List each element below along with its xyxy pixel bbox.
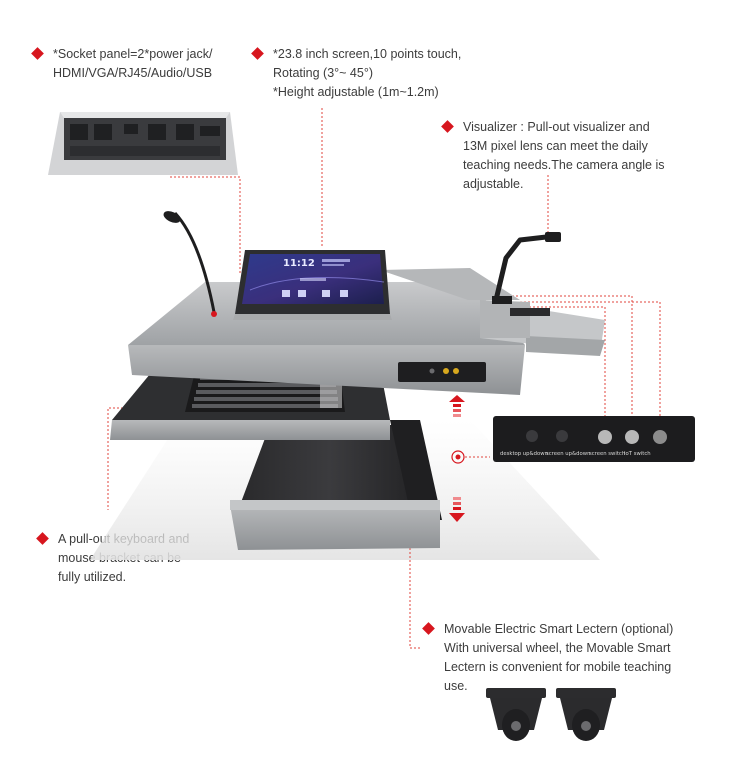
socket-panel-image [48, 112, 238, 175]
front-control-strip [398, 362, 486, 382]
callout-keyboard-text: A pull-out keyboard and mouse bracket ca… [58, 532, 190, 584]
pedestal [230, 420, 442, 550]
keyboard-tray [110, 368, 390, 440]
callout-screen: *23.8 inch screen,10 points touch, Rotat… [251, 45, 493, 102]
callout-socket-panel: *Socket panel=2*power jack/ HDMI/VGA/RJ4… [31, 45, 253, 83]
callout-movable: Movable Electric Smart Lectern (optional… [422, 620, 684, 696]
visualizer [480, 232, 605, 356]
panel-label-switch: screen switch [589, 451, 625, 457]
red-diamond-icon [36, 532, 49, 545]
microphone [163, 211, 217, 317]
callout-keyboard: A pull-out keyboard and mouse bracket ca… [36, 530, 238, 587]
target-marker-icon [451, 450, 465, 464]
panel-label-screen: screen up&down [546, 451, 590, 457]
desk-body [128, 268, 525, 395]
panel-label-iot: IoT switch [624, 451, 651, 457]
red-diamond-icon [422, 622, 435, 635]
keyboard [185, 372, 345, 412]
callout-visualizer-text: Visualizer : Pull-out visualizer and 13M… [463, 120, 665, 191]
touch-screen: 11:12 [233, 250, 392, 320]
callout-movable-text: Movable Electric Smart Lectern (optional… [444, 622, 674, 693]
callout-visualizer: Visualizer : Pull-out visualizer and 13M… [441, 118, 683, 194]
callout-screen-text: *23.8 inch screen,10 points touch, Rotat… [273, 47, 462, 99]
control-panel: desktop up&down screen up&down screen sw… [493, 416, 695, 462]
panel-label-desktop: desktop up&down [500, 451, 548, 457]
down-arrow-icon [449, 497, 465, 522]
keyboard-keys [192, 376, 338, 408]
red-diamond-icon [441, 120, 454, 133]
screen-time: 11:12 [283, 258, 315, 269]
red-diamond-icon [31, 47, 44, 60]
up-arrow-icon [449, 395, 465, 417]
callout-socket-text: *Socket panel=2*power jack/ HDMI/VGA/RJ4… [53, 47, 213, 80]
red-diamond-icon [251, 47, 264, 60]
